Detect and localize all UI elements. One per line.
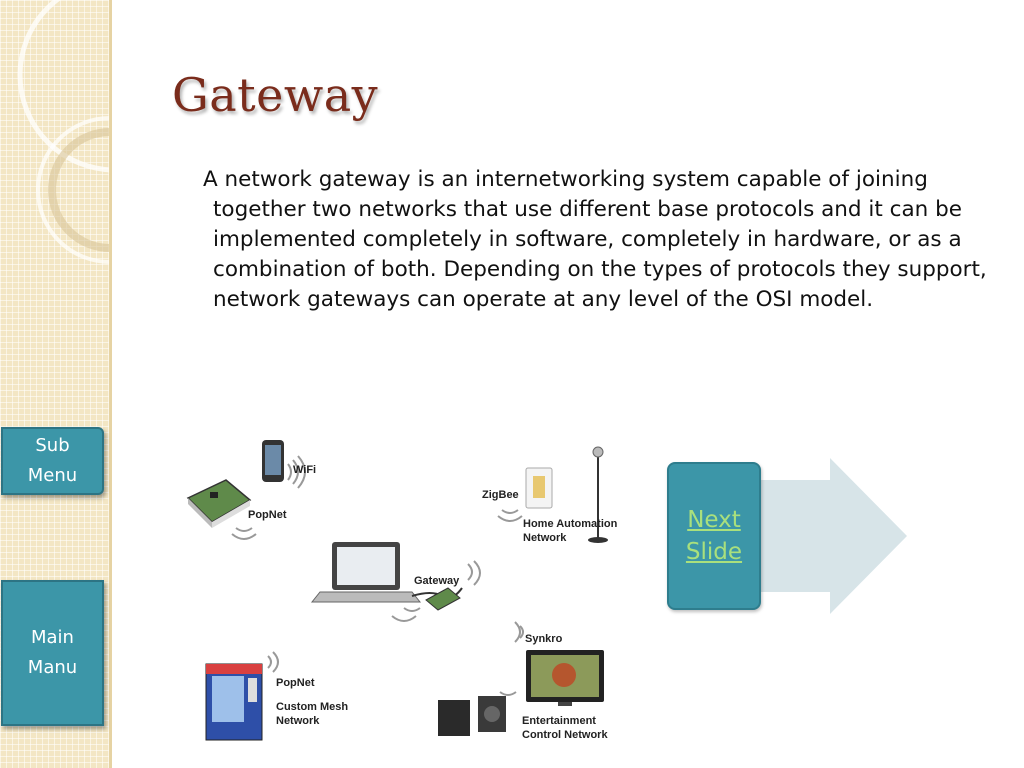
entertainment-label-line2: Control Network: [522, 729, 608, 741]
light-switch-icon: [525, 467, 553, 509]
next-slide-button[interactable]: Next Slide: [667, 462, 761, 610]
sub-menu-label-line2: Menu: [27, 465, 78, 486]
synkro-signal-icon: [514, 621, 524, 643]
entertainment-label-line1: Entertainment: [522, 715, 596, 727]
wifi-label: WiFi: [293, 464, 316, 476]
next-arrow-icon: [755, 458, 907, 614]
popnet-top-label: PopNet: [248, 509, 287, 521]
gateway-label: Gateway: [414, 575, 460, 587]
stereo-system-icon: [438, 696, 506, 736]
strip-edge: [109, 0, 112, 768]
popnet-signal-icon: [231, 527, 257, 540]
television-icon: [526, 650, 604, 706]
main-menu-label-line1: Main: [31, 627, 74, 648]
home-automation-label-line2: Network: [523, 532, 567, 544]
main-menu-label-line2: Manu: [27, 657, 78, 678]
laptop-icon: [310, 542, 422, 603]
sub-menu-button[interactable]: Sub Menu: [1, 427, 104, 495]
wifi-signal-icon: [287, 455, 306, 489]
mesh-signal-icon: [267, 651, 279, 673]
body-paragraph: A network gateway is an internetworking …: [203, 167, 987, 312]
slide-title: Gateway: [172, 68, 379, 122]
vending-machine-icon: [205, 663, 263, 741]
home-automation-label-line1: Home Automation: [523, 518, 618, 530]
gateway-signal-icon: [391, 560, 481, 622]
main-menu-button[interactable]: Main Manu: [1, 580, 104, 726]
synkro-label: Synkro: [525, 633, 563, 645]
next-slide-link-line2[interactable]: Slide: [685, 539, 743, 565]
sub-menu-label-line1: Sub: [35, 435, 70, 456]
gateway-device-icon: [425, 587, 461, 611]
gateway-network-diagram: WiFi PopNet ZigBee Home Automation Netwo…: [186, 440, 618, 741]
smartphone-icon: [262, 440, 284, 482]
popnet-bottom-label: PopNet: [276, 677, 315, 689]
circuit-board-icon: [186, 479, 252, 528]
next-slide-link-line1[interactable]: Next: [687, 507, 741, 533]
next-slide-control[interactable]: Next Slide: [665, 458, 910, 618]
entertainment-signal-icon: [499, 691, 517, 696]
zigbee-label: ZigBee: [482, 489, 519, 501]
slide-body: A network gateway is an internetworking …: [200, 165, 1000, 315]
floor-lamp-icon: [588, 446, 608, 543]
custom-mesh-label-line1: Custom Mesh: [276, 701, 348, 713]
home-signal-icon: [497, 509, 523, 522]
custom-mesh-label-line2: Network: [276, 715, 320, 727]
